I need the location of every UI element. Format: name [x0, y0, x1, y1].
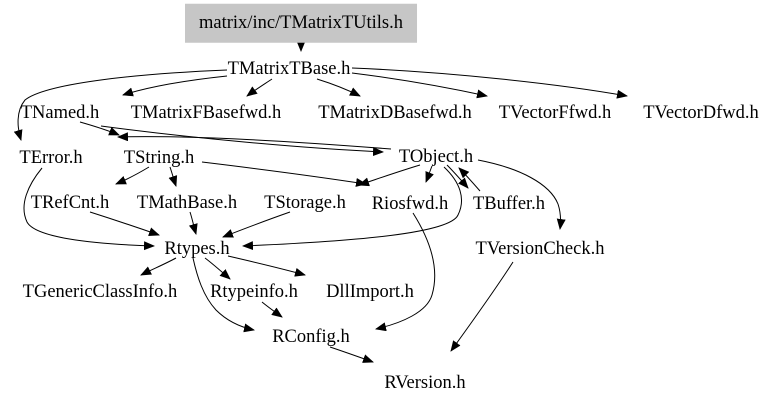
- edge-trefcnt-to-rtypes: [89, 211, 160, 236]
- edge-tobject-to-tstring: [117, 132, 392, 150]
- edge-tversioncheck-to-rversion: [450, 261, 514, 352]
- node-tobject[interactable]: TObject.h: [398, 146, 474, 167]
- edge-tobject-to-rtypes: [242, 166, 462, 251]
- edge-tmatrixtbase-to-tmatrixdbasefwd: [316, 78, 361, 97]
- node-tvectordfwd[interactable]: TVectorDfwd.h: [643, 102, 759, 123]
- edge-tstorage-to-rtypes: [222, 211, 291, 238]
- node-tmathbase[interactable]: TMathBase.h: [136, 192, 238, 213]
- node-tstring[interactable]: TString.h: [123, 147, 195, 168]
- node-tstorage[interactable]: TStorage.h: [264, 192, 346, 213]
- edge-rconfig-to-rversion: [329, 346, 374, 363]
- node-rconfig[interactable]: RConfig.h: [272, 326, 350, 347]
- node-rversion[interactable]: RVersion.h: [384, 372, 466, 393]
- edge-tstring-to-riosfwd: [201, 161, 367, 187]
- edge-tmatrixtbase-to-tnamed: [122, 75, 228, 97]
- edge-tstring-to-trefcnt: [115, 166, 150, 185]
- edge-tnamed-to-tobject: [100, 125, 384, 157]
- node-tmatrixfbasefwd[interactable]: TMatrixFBasefwd.h: [130, 102, 282, 123]
- edge-rtypes-to-rconfig: [192, 257, 255, 333]
- node-tnamed[interactable]: TNamed.h: [20, 102, 100, 123]
- node-tversioncheck[interactable]: TVersionCheck.h: [475, 238, 605, 259]
- node-rtypeinfo[interactable]: Rtypeinfo.h: [210, 281, 298, 302]
- node-terror[interactable]: TError.h: [19, 147, 83, 168]
- edge-tmatrixtbase-to-tvectorffwd: [351, 72, 488, 99]
- node-tgenericclassinfo[interactable]: TGenericClassInfo.h: [22, 281, 178, 302]
- node-tvectorffwd[interactable]: TVectorFfwd.h: [498, 102, 612, 123]
- edge-tstring-to-tmathbase: [168, 166, 178, 187]
- node-tbuffer[interactable]: TBuffer.h: [472, 193, 546, 214]
- edge-rtypes-to-tgenericclassinfo: [140, 257, 177, 276]
- node-tmatrixdbasefwd[interactable]: TMatrixDBasefwd.h: [318, 102, 472, 123]
- node-tmatrixtutils: matrix/inc/TMatrixTUtils.h: [185, 3, 417, 43]
- edge-tmatrixtbase-to-terror: [13, 69, 228, 141]
- node-trefcnt[interactable]: TRefCnt.h: [30, 192, 110, 213]
- node-riosfwd[interactable]: Riosfwd.h: [371, 193, 449, 214]
- edge-tmathbase-to-rtypes: [188, 211, 198, 235]
- node-dllimport[interactable]: DllImport.h: [326, 281, 414, 302]
- node-rtypes[interactable]: Rtypes.h: [164, 238, 230, 259]
- edge-rtypes-to-rtypeinfo: [204, 257, 231, 280]
- edge-terror-to-rtypes: [23, 167, 155, 251]
- edge-tbuffer-to-tobject: [458, 167, 481, 192]
- edge-tobject-to-riosfwd: [425, 165, 434, 183]
- edge-tmatrixtbase-to-tmatrixfbasefwd: [246, 78, 273, 97]
- edge-tobject-to-tbuffer: [446, 164, 469, 189]
- node-tmatrixtbase[interactable]: TMatrixTBase.h: [227, 58, 351, 79]
- edge-tnamed-to-tstring: [79, 121, 120, 136]
- edge-tobject-to-tversioncheck: [477, 159, 566, 230]
- edge-tmatrixtbase-to-tvectordfwd: [351, 67, 628, 99]
- edge-rtypeinfo-to-rconfig: [261, 301, 283, 318]
- edge-tobject-to-tstorage: [358, 164, 421, 187]
- edge-rtypes-to-dllimport: [227, 255, 306, 277]
- edge-riosfwd-to-rconfig: [375, 212, 436, 332]
